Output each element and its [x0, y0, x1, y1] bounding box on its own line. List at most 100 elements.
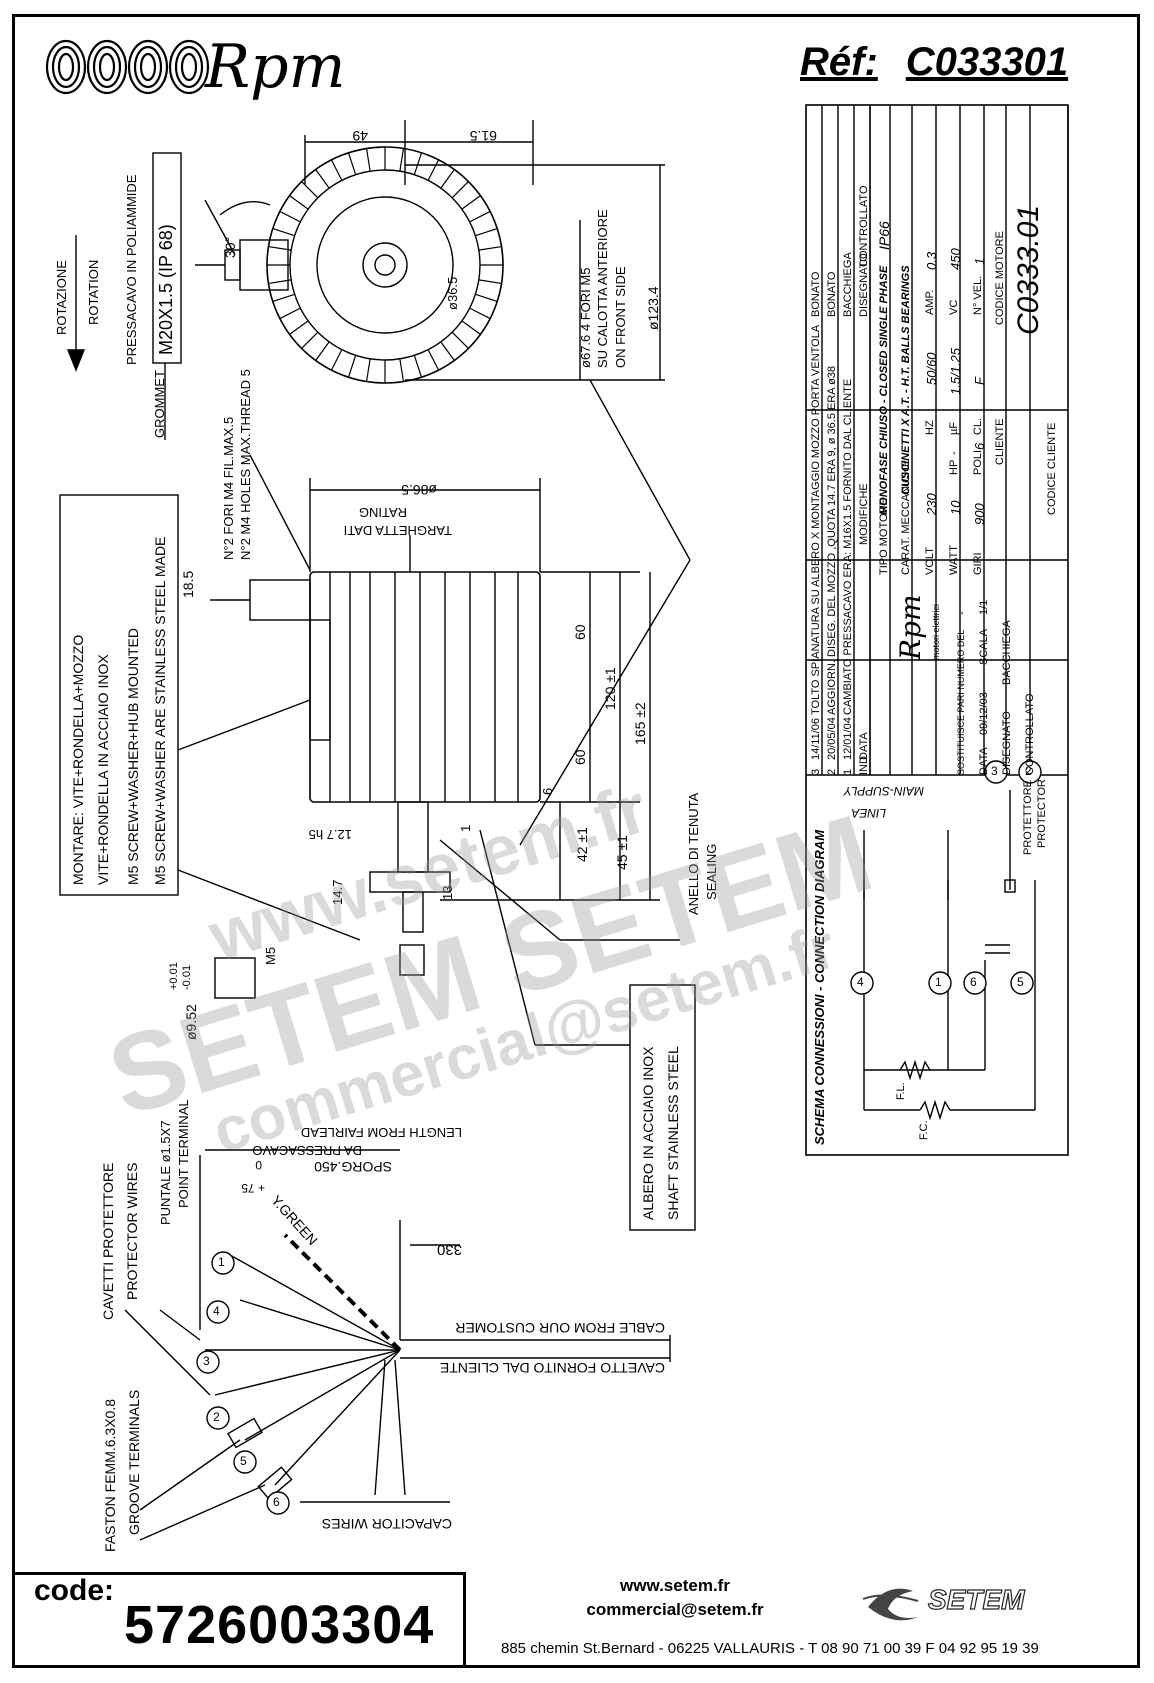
dim-120: 120 ±1	[602, 667, 618, 710]
rev3-ind: 3	[810, 768, 822, 775]
uf-label: µF	[948, 421, 960, 435]
tb-logo-sub: motori elettrici	[931, 603, 941, 660]
codice-cliente-label: CODICE CLIENTE	[1046, 422, 1058, 515]
cooling-fin	[399, 148, 405, 172]
schema-term-5: 5	[1017, 975, 1024, 989]
cooling-fin	[440, 341, 455, 361]
sostituisce-label: SOSTITUISCE PARI NUMERO DEL	[956, 629, 966, 775]
cooling-fin	[427, 349, 440, 371]
cl-label: CL.	[972, 417, 984, 435]
dim-67-6: ø67.6 4 FORI M5	[578, 267, 593, 368]
grommet-label: GROMMET	[152, 370, 167, 438]
cooling-fin	[301, 331, 319, 349]
rev1-who: BACCHIEGA	[842, 252, 854, 317]
rev2-ind: 2	[826, 768, 838, 775]
cooling-fin	[469, 210, 491, 223]
codice-motore-label: CODICE MOTORE	[994, 231, 1006, 325]
schema-term-1: 1	[935, 975, 942, 989]
footer-mail[interactable]: commercial@setem.fr	[586, 1600, 764, 1619]
cooling-fin	[279, 210, 301, 223]
mount-note-line4: M5 SCREW+WASHER ARE STAINLESS STEEL MADE	[152, 536, 168, 885]
cooling-fin	[365, 148, 371, 172]
mount-note-line3: M5 SCREW+WASHER+HUB MOUNTED	[125, 628, 141, 885]
rev2-who: BONATO	[826, 271, 838, 317]
controllato-label: CONTROLLATO	[1024, 693, 1036, 776]
nvel-value: 1	[972, 257, 987, 265]
dim-60-upper: 60	[572, 624, 588, 640]
cooling-fin	[347, 355, 357, 378]
shaft-note-line2: SHAFT STAINLESS STEEL	[665, 1046, 681, 1220]
data-value: 09/12/03	[978, 692, 990, 735]
cooling-fin	[365, 358, 371, 382]
nvel-label: N° VEL.	[972, 275, 984, 315]
cooling-fin	[315, 169, 330, 189]
grommet-value: M20X1.5 (IP 68)	[156, 224, 176, 355]
su-calotta-anteriore: SU CALOTTA ANTERIORE	[595, 209, 610, 368]
wire-term-5: 5	[240, 1454, 247, 1468]
cooling-fin	[475, 293, 498, 303]
product-code: 5726003304	[124, 1595, 435, 1655]
groove-terminals: GROOVE TERMINALS	[126, 1389, 142, 1535]
cooling-fin	[301, 181, 319, 199]
protector-label: PROTECTOR	[1036, 779, 1048, 848]
rev1-text: CAMBIATO PRESSACAVO ERA: M16X1.5 FORNITO…	[842, 378, 854, 715]
disegnato-value: BACCHIEGA	[1001, 620, 1013, 685]
cooling-fin	[399, 358, 405, 382]
cooling-fin	[469, 307, 491, 320]
ip-rating: IP66	[876, 221, 892, 250]
watt-value: 10	[948, 500, 963, 515]
giri-value: 900	[972, 503, 987, 525]
cooling-fin	[451, 331, 469, 349]
schema-term-4: 4	[857, 975, 864, 989]
rev2-date: 20/05/04	[826, 717, 838, 760]
wire-term-3: 3	[203, 1354, 210, 1368]
wire-term-2: 2	[213, 1410, 220, 1424]
rev3-who: BONATO	[810, 271, 822, 317]
tipo-motore: MONOFASE CHIUSO - CLOSED SINGLE PHASE	[878, 265, 890, 515]
sostituisce-value: -	[956, 611, 968, 615]
disegnato-label: DISEGNATO	[1001, 711, 1013, 775]
uf-value: 1.5/1.25	[948, 348, 963, 395]
wire-length-tol-plus: + 75	[241, 1181, 265, 1195]
data-label: DATA	[978, 747, 990, 775]
cliente-label: CLIENTE	[994, 418, 1006, 465]
setem-logo-icon: SETEM	[862, 1583, 1026, 1621]
poli-label: POLI	[972, 449, 984, 475]
wire-length-tol-zero: 0	[255, 1158, 262, 1172]
rev3-text: TOLTO SPIANATURA SU ALBERO X MONTAGGIO M…	[810, 324, 822, 715]
rev1-ind: 1	[842, 768, 854, 775]
scala-label: SCALA	[978, 628, 990, 665]
ref-label: Réf:	[800, 40, 878, 84]
rating-it: TARGHETTA DATI	[343, 523, 452, 538]
rev1-date: 12/01/04	[842, 717, 854, 760]
title-block: 3 14/11/06 TOLTO SPIANATURA SU ALBERO X …	[806, 105, 1068, 1155]
dim-60-lower: 60	[572, 749, 588, 765]
on-front-side: ON FRONT SIDE	[613, 266, 628, 368]
rotation-label: ROTATION	[86, 259, 101, 325]
wire-term-1: 1	[218, 1255, 225, 1269]
faston: FASTON FEMM.6.3X0.8	[102, 1398, 118, 1552]
code-label: code:	[34, 1574, 115, 1607]
giri-label: GIRI	[972, 552, 984, 575]
dim-330: 330	[436, 1241, 462, 1258]
footer-web[interactable]: www.setem.fr	[620, 1576, 730, 1595]
schema-term-2: 2	[1025, 764, 1032, 778]
main-supply-label: MAIN-SUPPLY	[843, 784, 924, 798]
wire-term-4: 4	[213, 1304, 220, 1318]
footer-address: 885 chemin St.Bernard - 06225 VALLAURIS …	[501, 1640, 1039, 1657]
cooling-fin	[330, 159, 343, 181]
codice-motore: C0333.01	[1012, 204, 1045, 335]
cooling-fin	[427, 159, 440, 181]
cooling-fin	[461, 195, 481, 210]
cooling-fin	[315, 341, 330, 361]
fc-label: F.C.	[918, 1120, 930, 1140]
hz-value: 50/60	[924, 352, 939, 385]
cooling-fin	[347, 152, 357, 175]
cooling-fin	[478, 279, 502, 285]
setem-logo-text: SETEM	[928, 1584, 1025, 1615]
cable-from-customer: CABLE FROM OUR CUSTOMER	[455, 1320, 665, 1336]
dim-61-5: 61.5	[469, 128, 497, 144]
wire-term-6: 6	[273, 1495, 280, 1509]
cooling-fin	[451, 181, 469, 199]
code-box	[12, 1572, 466, 1668]
